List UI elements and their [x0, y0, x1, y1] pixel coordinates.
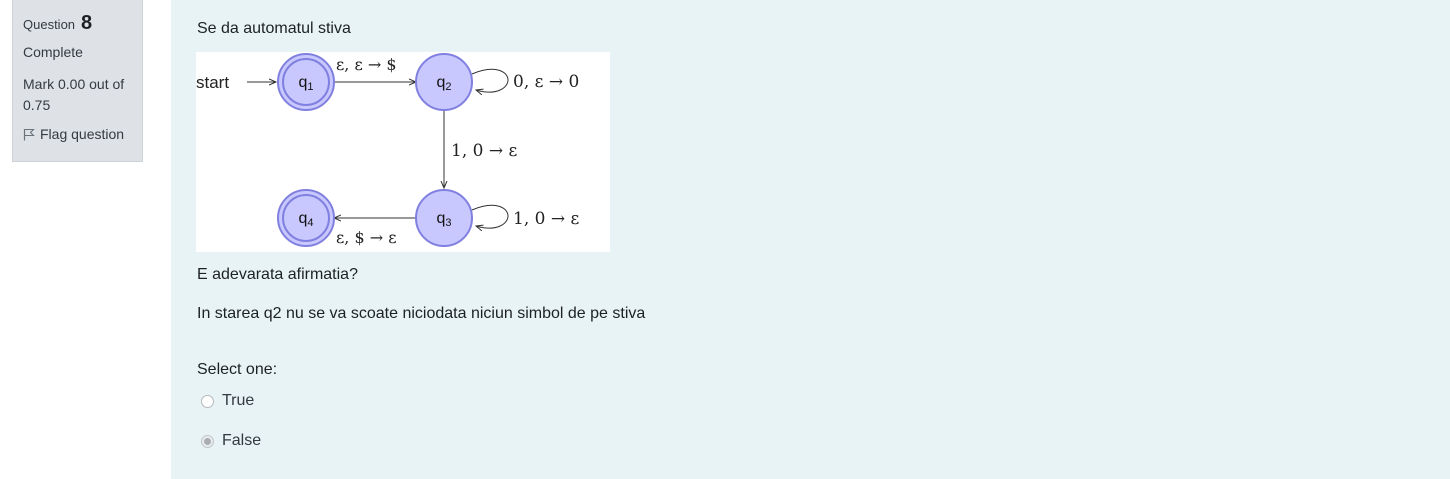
svg-text:q1: q1 — [298, 74, 313, 93]
answer-prompt: Select one: — [197, 361, 278, 378]
flag-question-link[interactable]: Flag question — [23, 126, 132, 142]
answer-option-true[interactable]: True — [201, 392, 254, 410]
question-text-statement: In starea q2 nu se va scoate niciodata n… — [197, 305, 646, 322]
label-q1-q2: ε, ε → $ — [336, 55, 397, 74]
label-q3-q4: ε, $ → ε — [336, 228, 397, 247]
radio-false[interactable] — [201, 434, 214, 448]
state-q4: q4 — [277, 189, 335, 247]
question-text-intro: Se da automatul stiva — [197, 20, 351, 37]
label-q2-q3: 1, 0 → ε — [451, 141, 517, 161]
start-label: start — [196, 73, 229, 92]
label-q2-loop: 0, ε → 0 — [513, 72, 579, 92]
loop-q2 — [471, 68, 509, 92]
label-q3-loop: 1, 0 → ε — [513, 209, 579, 229]
question-number-value: 8 — [80, 12, 93, 34]
question-state: Complete — [23, 44, 83, 60]
svg-text:q4: q4 — [298, 210, 313, 229]
flag-question-label: Flag question — [40, 126, 125, 142]
answer-label-false: False — [222, 432, 262, 449]
loop-q3 — [471, 204, 509, 228]
answer-option-false[interactable]: False — [201, 432, 261, 450]
svg-text:q2: q2 — [436, 74, 451, 93]
answer-label-true: True — [222, 392, 255, 409]
question-grade: Mark 0.00 out of 0.75 — [23, 76, 125, 113]
question-text-question: E adevarata afirmatia? — [197, 266, 358, 283]
radio-true[interactable] — [201, 394, 214, 408]
question-content: Se da automatul stiva start ε, ε → $ 0, … — [171, 0, 1450, 479]
svg-text:q3: q3 — [436, 210, 451, 229]
question-word: Question — [23, 17, 76, 32]
pushdown-automaton-diagram: start ε, ε → $ 0, ε → 0 1, 0 → ε 1, 0 → … — [196, 52, 610, 252]
question-info-panel: Question 8 Complete Mark 0.00 out of 0.7… — [12, 0, 143, 162]
question-number: Question 8 — [23, 10, 132, 38]
automaton-svg: start ε, ε → $ 0, ε → 0 1, 0 → ε 1, 0 → … — [196, 53, 579, 247]
state-q3: q3 — [415, 189, 473, 247]
flag-icon — [23, 128, 35, 140]
state-q1: q1 — [277, 53, 335, 111]
state-q2: q2 — [415, 53, 473, 111]
